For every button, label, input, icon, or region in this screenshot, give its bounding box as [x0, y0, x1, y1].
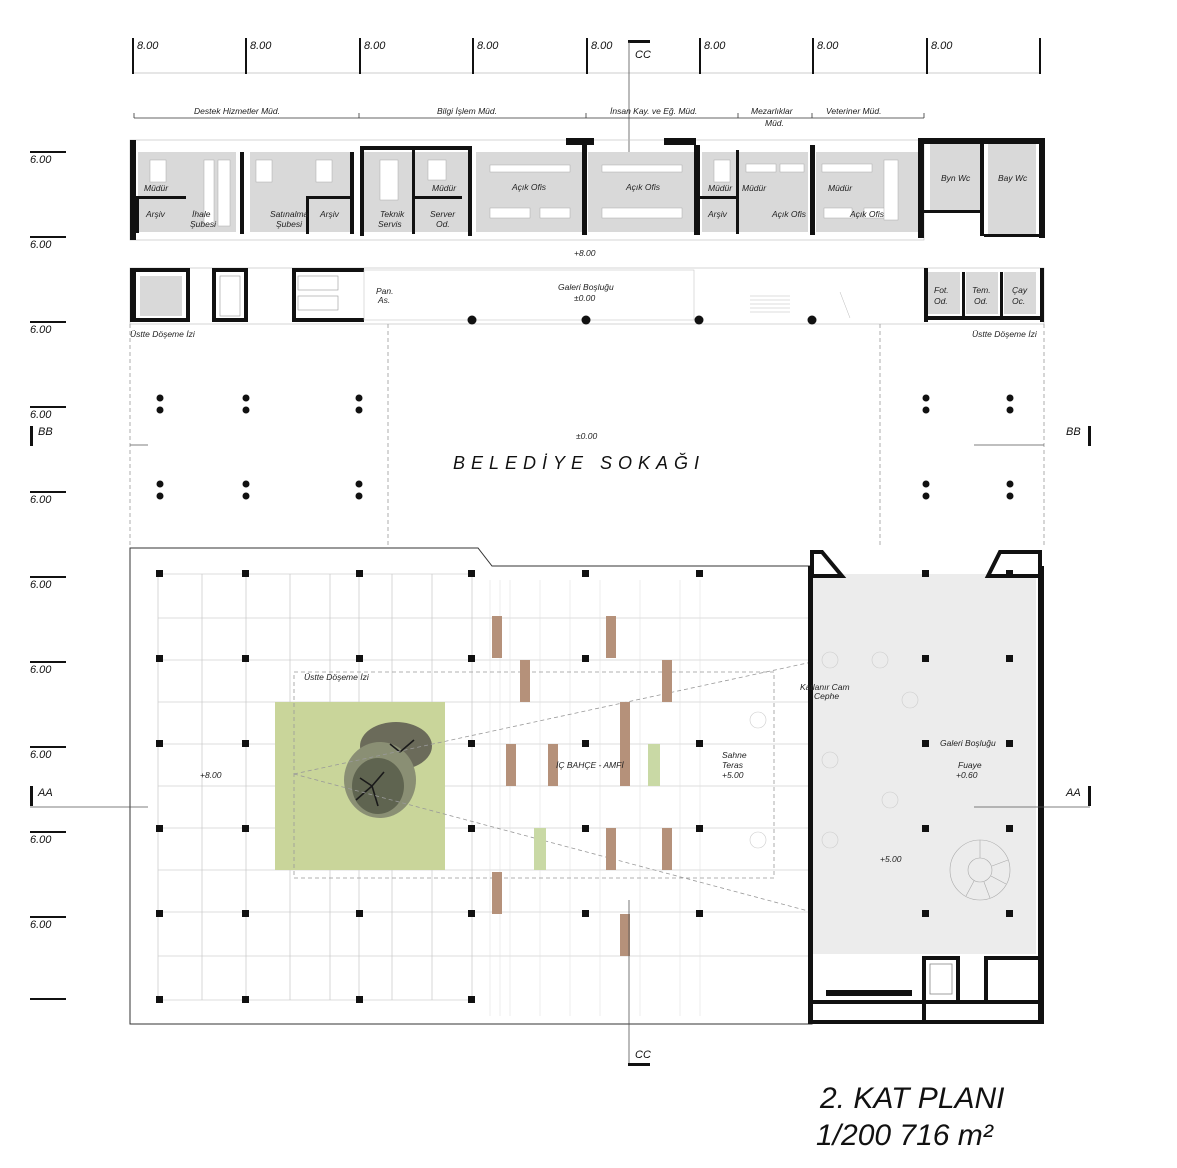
dim-top-5: 8.00 — [591, 40, 613, 52]
level-west: +8.00 — [200, 770, 222, 780]
service-band — [129, 267, 1045, 325]
dept-bilgi: Bilgi İşlem Müd. — [437, 106, 497, 116]
department-labels: Destek Hizmetler Müd. Bilgi İşlem Müd. İ… — [133, 106, 925, 128]
section-marker-aa: AA AA — [30, 786, 1091, 808]
room-ihale-1: İhale — [192, 209, 211, 219]
room-mudur-3: Müdür — [708, 183, 733, 193]
room-teknik-1: Teknik — [380, 209, 405, 219]
fuaye-1: Fuaye — [958, 760, 982, 770]
section-bb-right: BB — [1066, 426, 1081, 438]
dim-left-2: 6.00 — [30, 239, 52, 251]
dim-left-1: 6.00 — [30, 154, 52, 166]
dim-top-2: 8.00 — [250, 40, 272, 52]
room-server-2: Od. — [436, 219, 450, 229]
lower-block — [129, 547, 1044, 1025]
room-tem-1: Tem. — [972, 285, 991, 295]
street-zone: ±0.00 BELEDİYE SOKAĞI — [129, 324, 1045, 548]
dept-mezarliklar-2: Müd. — [765, 118, 784, 128]
dim-left-8: 6.00 — [30, 749, 52, 761]
dim-top-1: 8.00 — [137, 40, 159, 52]
room-fot-2: Od. — [934, 296, 948, 306]
dim-left-3: 6.00 — [30, 324, 52, 336]
dim-top-6: 8.00 — [704, 40, 726, 52]
sahne-1: Sahne — [722, 750, 747, 760]
dim-left-6: 6.00 — [30, 579, 52, 591]
room-pan-2: As. — [377, 295, 390, 305]
room-pan-1: Pan. — [376, 286, 394, 296]
sahne-3: +5.00 — [722, 770, 744, 780]
room-mudur-1: Müdür — [144, 183, 169, 193]
plan-title-block: 2. KAT PLANI 1/200 716 m² — [816, 1082, 1005, 1152]
dim-top-8: 8.00 — [931, 40, 953, 52]
room-cay-2: Oc. — [1012, 296, 1025, 306]
office-labels: Müdür Arşiv İhale Şubesi Satınalma Şubes… — [144, 173, 1028, 258]
section-marker-cc-top: CC — [628, 40, 651, 160]
katlanir-1: Katlanır Cam — [800, 682, 850, 692]
ic-bahce-label: İÇ BAHÇE - AMFİ — [556, 760, 624, 770]
room-tem-2: Od. — [974, 296, 988, 306]
room-acik-1: Açık Ofis — [511, 182, 547, 192]
room-satin-1: Satınalma — [270, 209, 309, 219]
room-galeri: Galeri Boşluğu — [558, 282, 614, 292]
dept-insan: İnsan Kay. ve Eğ. Müd. — [610, 106, 697, 116]
lower-labels: +8.00 Üstte Döşeme İzi İÇ BAHÇE - AMFİ S… — [200, 672, 996, 864]
tree-icon — [344, 722, 432, 818]
room-arsiv-2: Arşiv — [319, 209, 340, 219]
room-teknik-2: Servis — [378, 219, 402, 229]
ustte-right: Üstte Döşeme İzi — [972, 329, 1038, 339]
room-arsiv-3: Arşiv — [707, 209, 728, 219]
dept-veteriner: Veteriner Müd. — [826, 106, 881, 116]
section-cc-label-top: CC — [635, 49, 651, 61]
room-cay-1: Çay — [1012, 285, 1028, 295]
dim-top-3: 8.00 — [364, 40, 386, 52]
dept-mezarliklar: Mezarlıklar — [751, 106, 794, 116]
section-aa-left: AA — [37, 787, 53, 799]
section-aa-right: AA — [1065, 787, 1081, 799]
street-name: BELEDİYE SOKAĞI — [453, 453, 705, 473]
plan-title: 2. KAT PLANI — [819, 1082, 1005, 1115]
dim-left-5: 6.00 — [30, 494, 52, 506]
room-arsiv-1: Arşiv — [145, 209, 166, 219]
sahne-2: Teras — [722, 760, 744, 770]
level-east: +5.00 — [880, 854, 902, 864]
katlanir-2: Cephe — [814, 691, 839, 701]
dim-top-4: 8.00 — [477, 40, 499, 52]
room-mudur-2: Müdür — [432, 183, 457, 193]
room-acik-2: Açık Ofis — [625, 182, 661, 192]
fuaye-2: +0.60 — [956, 770, 978, 780]
service-labels: Pan. As. Galeri Boşluğu ±0.00 Fot. Od. T… — [130, 282, 1038, 339]
room-mudur-5: Müdür — [828, 183, 853, 193]
dim-left-9: 6.00 — [30, 834, 52, 846]
dept-destek: Destek Hizmetler Müd. — [194, 106, 280, 116]
room-ihale-2: Şubesi — [190, 219, 217, 229]
top-dimensions: 8.00 8.00 8.00 8.00 8.00 8.00 8.00 8.00 — [132, 38, 1041, 74]
section-cc-label-bottom: CC — [635, 1049, 651, 1061]
ustte-left: Üstte Döşeme İzi — [130, 329, 196, 339]
level-street: ±0.00 — [576, 431, 597, 441]
foyer-galeri: Galeri Boşluğu — [940, 738, 996, 748]
dim-left-10: 6.00 — [30, 919, 52, 931]
room-acik-3: Açık Ofis — [771, 209, 807, 219]
section-marker-cc-bottom: CC — [628, 900, 651, 1066]
room-server-1: Server — [430, 209, 456, 219]
section-marker-bb: BB BB — [30, 426, 1091, 446]
room-acik-4: Açık Ofis — [849, 209, 885, 219]
room-mudur-4: Müdür — [742, 183, 767, 193]
room-bay-wc: Bay Wc — [998, 173, 1028, 183]
room-fot-1: Fot. — [934, 285, 949, 295]
office-block — [129, 138, 1045, 241]
dim-top-7: 8.00 — [817, 40, 839, 52]
room-satin-2: Şubesi — [276, 219, 303, 229]
left-dimensions: 6.00 6.00 6.00 6.00 6.00 6.00 6.00 6.00 … — [30, 151, 66, 1000]
level-top: +8.00 — [574, 248, 596, 258]
plan-scale-area: 1/200 716 m² — [816, 1119, 994, 1152]
dim-left-7: 6.00 — [30, 664, 52, 676]
section-bb-left: BB — [38, 426, 53, 438]
level-galeri: ±0.00 — [574, 293, 595, 303]
dim-left-4: 6.00 — [30, 409, 52, 421]
ustte-lower: Üstte Döşeme İzi — [304, 672, 370, 682]
room-byn-wc: Byn Wc — [941, 173, 971, 183]
